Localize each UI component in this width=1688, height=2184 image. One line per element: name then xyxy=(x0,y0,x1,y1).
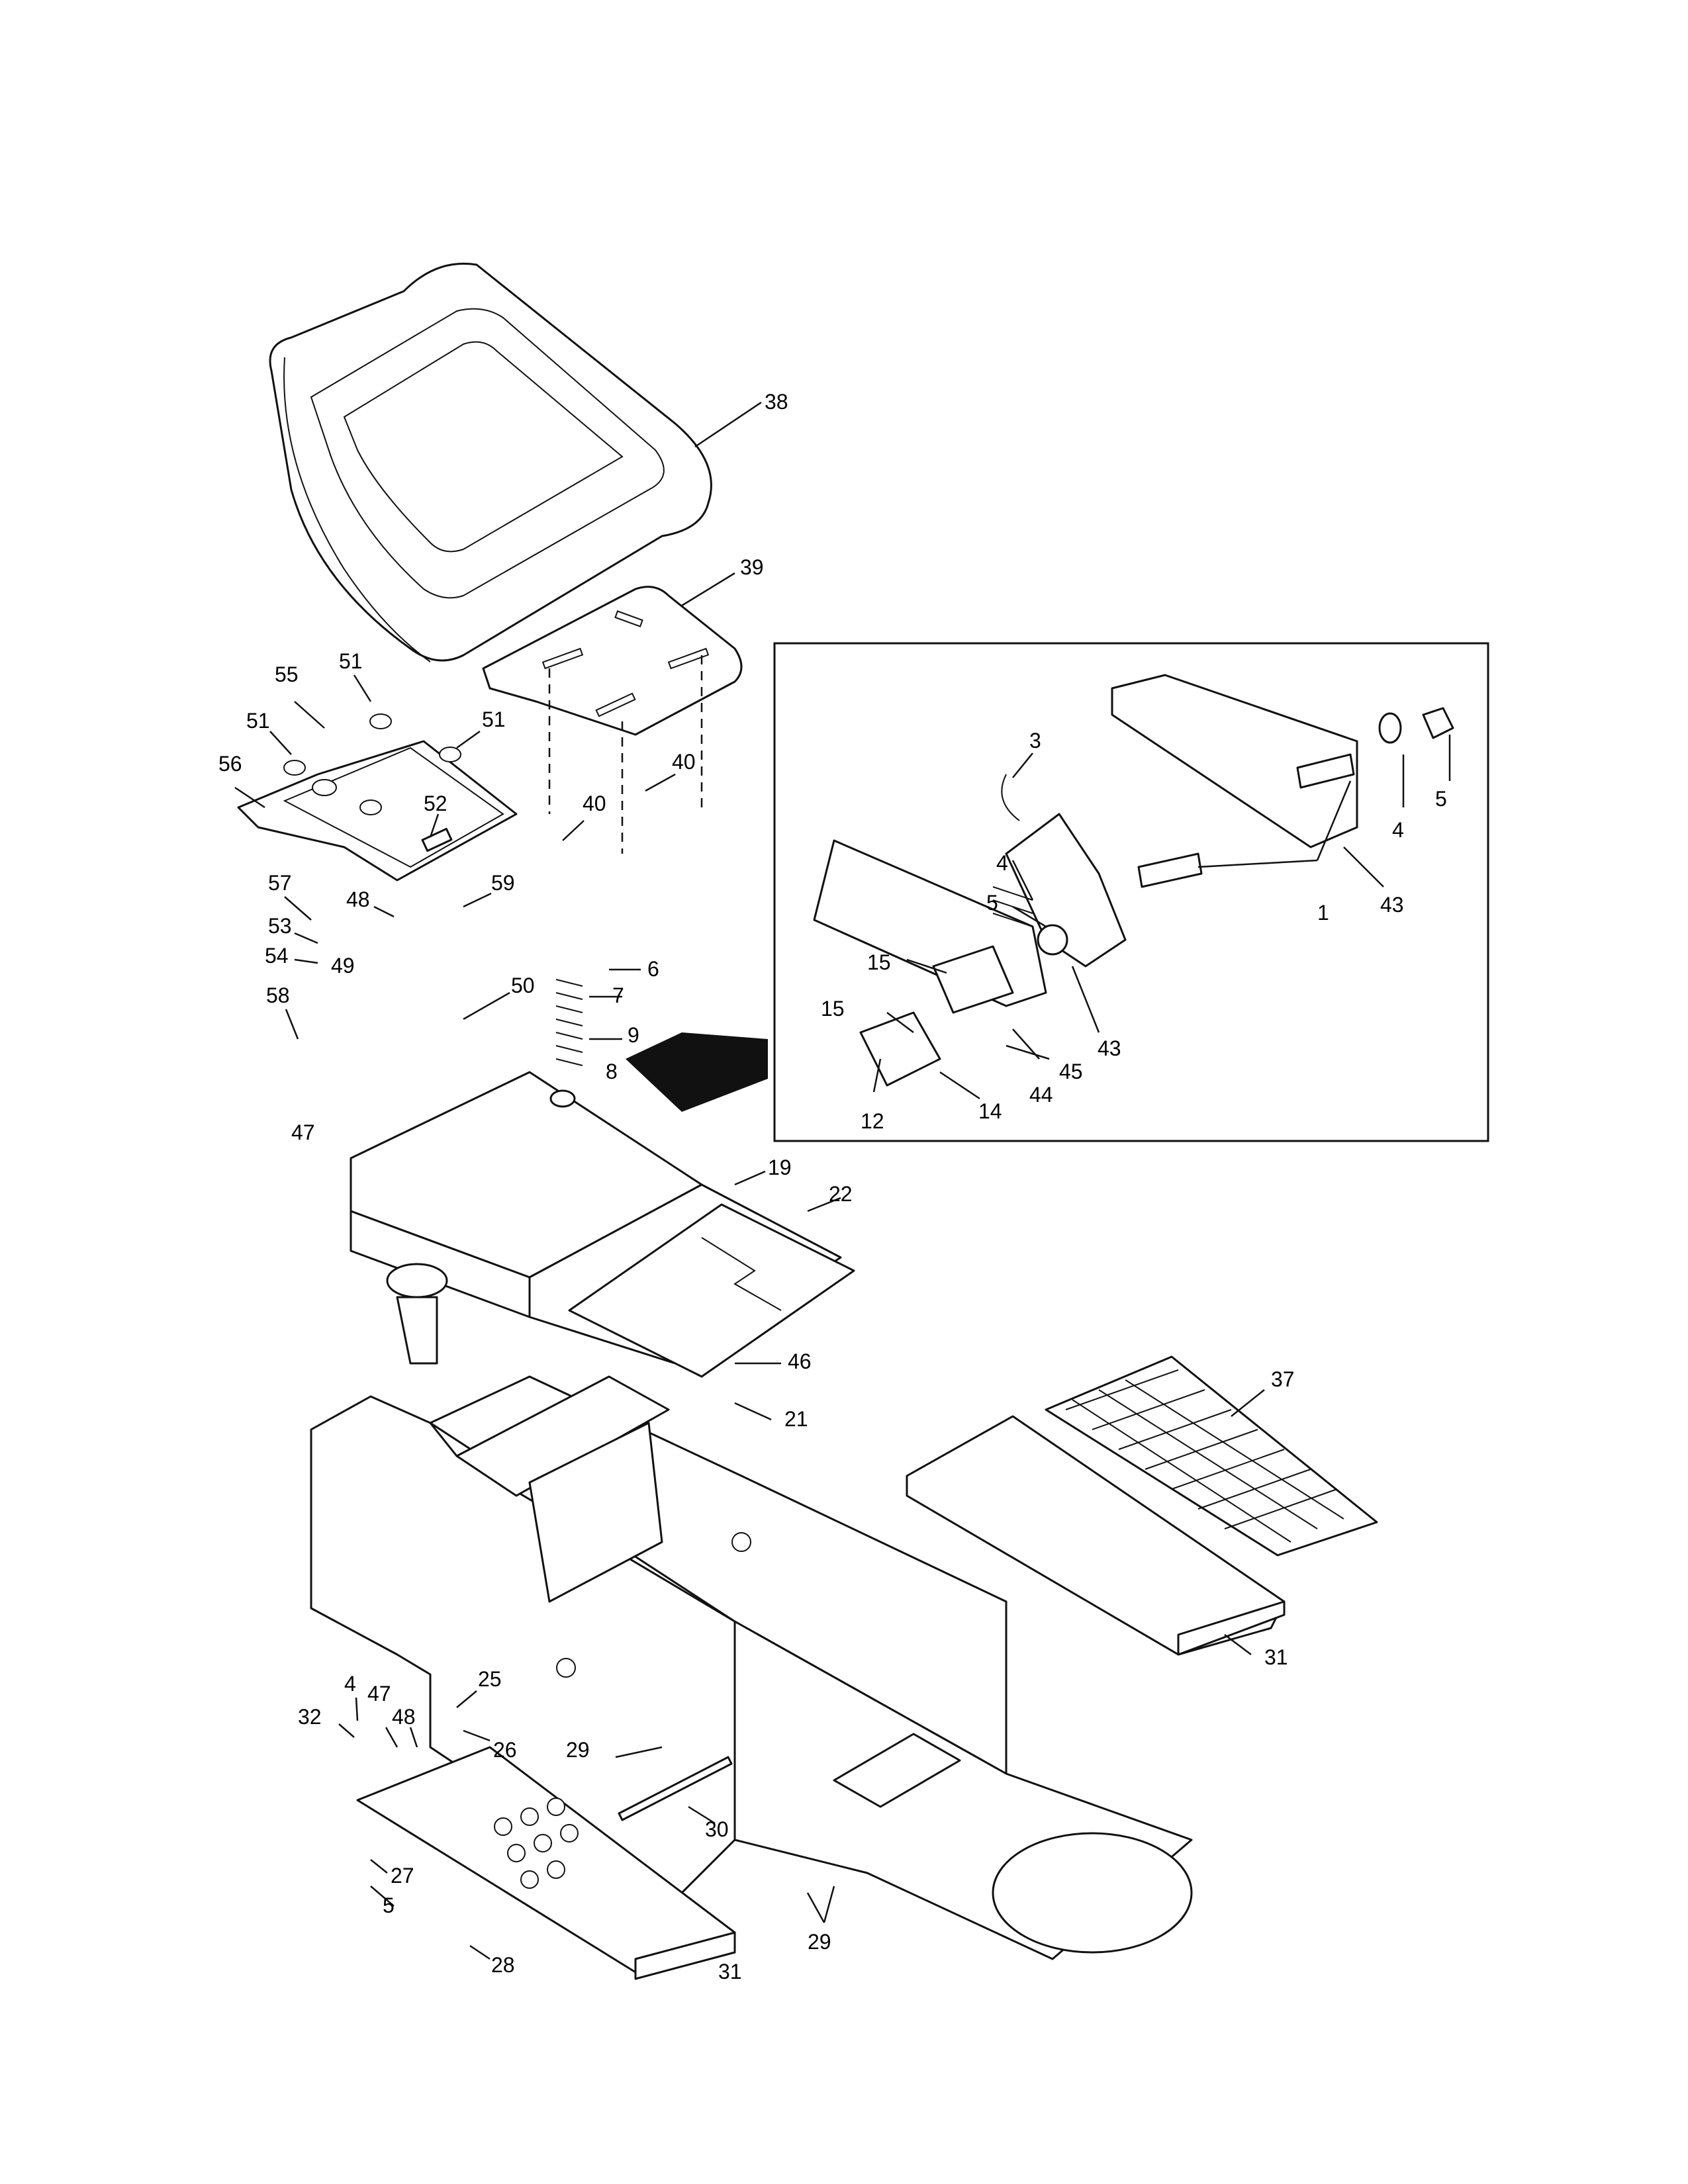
callout-25: 25 xyxy=(478,1667,502,1691)
callout-1: 1 xyxy=(1317,901,1329,925)
callout-8: 8 xyxy=(606,1060,618,1083)
callout-47: 47 xyxy=(291,1120,315,1144)
callout-54: 54 xyxy=(265,944,289,968)
callout-48: 48 xyxy=(392,1705,416,1729)
callout-5: 5 xyxy=(986,891,998,915)
callout-21: 21 xyxy=(784,1407,808,1431)
callout-7: 7 xyxy=(612,983,624,1007)
seat-pan xyxy=(482,586,743,736)
callout-15: 15 xyxy=(867,950,891,974)
seat-switch-assembly xyxy=(813,674,1454,1087)
callout-59: 59 xyxy=(491,871,515,895)
callout-19: 19 xyxy=(768,1156,792,1179)
callout-40: 40 xyxy=(583,792,606,815)
callout-29: 29 xyxy=(808,1930,831,1954)
footrest-right xyxy=(906,1415,1286,1656)
callout-45: 45 xyxy=(1059,1060,1083,1083)
callout-37: 37 xyxy=(1271,1367,1295,1391)
callout-29: 29 xyxy=(566,1738,590,1762)
callout-55: 55 xyxy=(275,662,299,686)
callout-4: 4 xyxy=(1392,818,1404,842)
callout-14: 14 xyxy=(978,1099,1002,1123)
callout-4: 4 xyxy=(344,1672,356,1696)
rod xyxy=(618,1756,733,1821)
callout-12: 12 xyxy=(861,1109,884,1133)
callout-28: 28 xyxy=(491,1953,515,1977)
callout-32: 32 xyxy=(298,1705,322,1729)
callout-30: 30 xyxy=(705,1817,729,1841)
callout-43: 43 xyxy=(1098,1036,1121,1060)
seat-adjuster xyxy=(237,713,518,882)
callout-31: 31 xyxy=(718,1960,742,1983)
callout-44: 44 xyxy=(1029,1083,1053,1107)
callout-15: 15 xyxy=(821,997,845,1021)
callout-40: 40 xyxy=(672,750,696,774)
callout-58: 58 xyxy=(266,983,290,1007)
seat xyxy=(269,262,712,662)
inset-arrow xyxy=(626,1032,768,1112)
callout-4: 4 xyxy=(996,851,1008,875)
fuel-filler xyxy=(386,1263,448,1365)
callout-51: 51 xyxy=(482,707,506,731)
callout-53: 53 xyxy=(268,914,292,938)
callout-48: 48 xyxy=(346,887,370,911)
callout-51: 51 xyxy=(339,649,363,673)
callout-50: 50 xyxy=(511,974,535,997)
callout-56: 56 xyxy=(218,752,242,776)
callout-5: 5 xyxy=(1435,787,1447,811)
callout-51: 51 xyxy=(246,709,270,733)
callout-labels: 38 39 55 51 51 51 56 52 40 40 57 48 59 5… xyxy=(218,390,1447,1983)
main-frame xyxy=(310,1375,1193,1960)
callout-31: 31 xyxy=(1264,1645,1288,1669)
floor-plate xyxy=(568,1203,855,1378)
callout-38: 38 xyxy=(765,390,788,414)
footrest-left xyxy=(356,1746,736,1980)
callout-5: 5 xyxy=(383,1893,395,1917)
callout-27: 27 xyxy=(391,1864,414,1888)
callout-57: 57 xyxy=(268,871,292,895)
callout-46: 46 xyxy=(788,1349,812,1373)
callout-3: 3 xyxy=(1029,729,1041,752)
callout-6: 6 xyxy=(647,957,659,981)
leader-lines xyxy=(234,401,1451,1960)
callout-43: 43 xyxy=(1380,893,1404,917)
footrest-mat xyxy=(1045,1355,1378,1557)
callout-49: 49 xyxy=(331,954,355,978)
inset-frame xyxy=(773,642,1489,1142)
callout-39: 39 xyxy=(740,555,764,579)
callout-47: 47 xyxy=(367,1682,391,1706)
callout-9: 9 xyxy=(628,1023,639,1047)
callout-26: 26 xyxy=(493,1738,517,1762)
callout-22: 22 xyxy=(829,1182,853,1206)
callout-52: 52 xyxy=(424,792,447,815)
